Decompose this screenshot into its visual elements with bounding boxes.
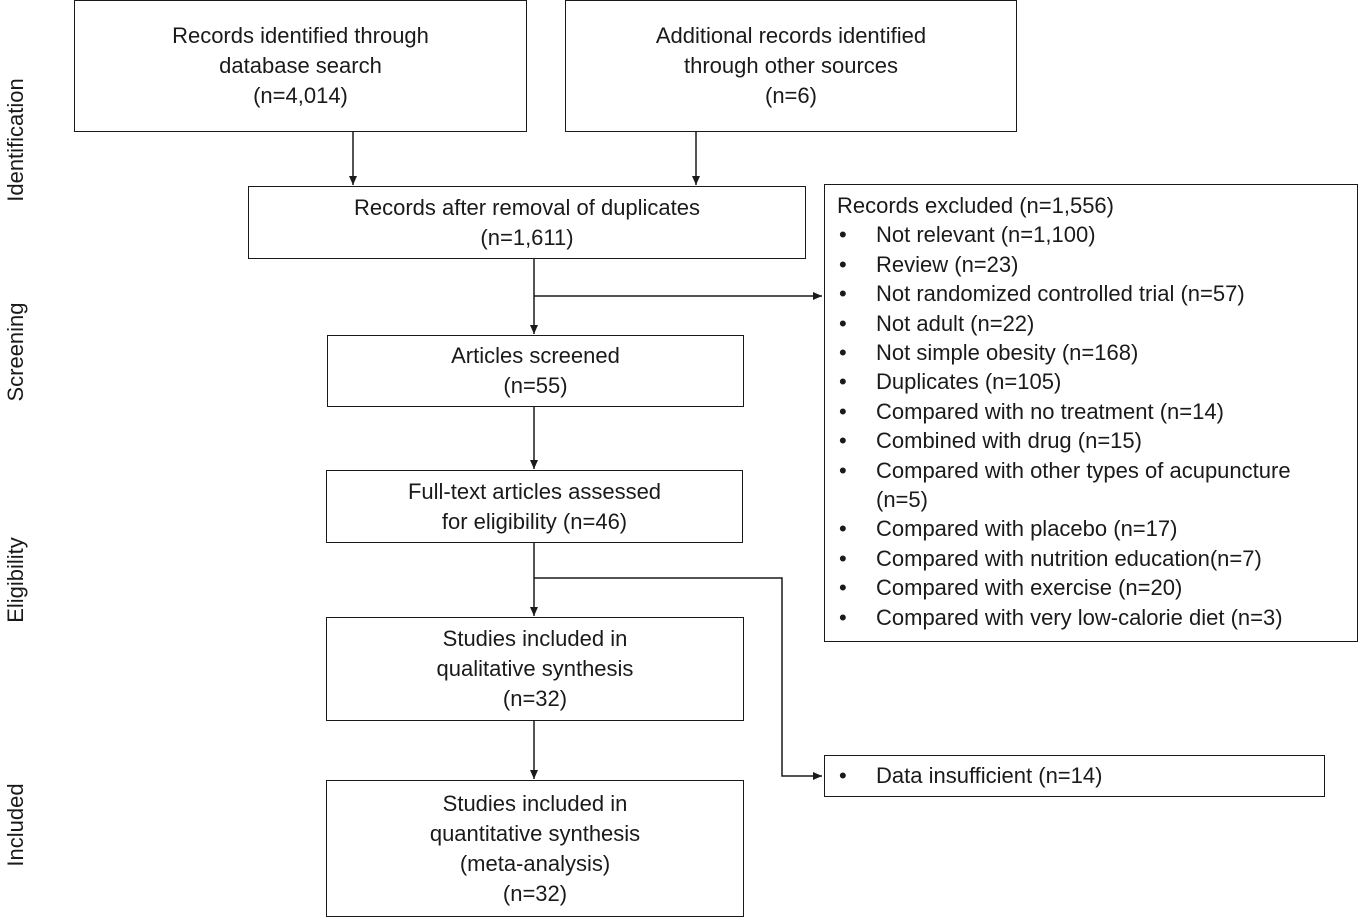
insufficient-list: Data insufficient (n=14) — [837, 761, 1314, 791]
box-fulltext-assessed: Full-text articles assessed for eligibil… — [326, 470, 743, 543]
excluded-item: Compared with other types of acupuncture… — [837, 456, 1347, 515]
box-other-sources: Additional records identified through ot… — [565, 0, 1017, 132]
excluded-item: Not simple obesity (n=168) — [837, 338, 1347, 368]
box-duplicates-count: (n=1,611) — [480, 224, 574, 250]
box-fulltext-line2: for eligibility (n=46) — [441, 508, 628, 534]
box-quantitative-synthesis: Studies included in quantitative synthes… — [326, 780, 744, 917]
box-records-excluded: Records excluded (n=1,556) Not relevant … — [824, 184, 1358, 642]
excluded-item: Review (n=23) — [837, 250, 1347, 280]
excluded-item: Not adult (n=22) — [837, 309, 1347, 339]
box-screened-count: (n=55) — [503, 373, 568, 398]
excluded-item: Not relevant (n=1,100) — [837, 220, 1347, 250]
box-fulltext-line1: Full-text articles assessed — [407, 478, 662, 504]
excluded-item: Not randomized controlled trial (n=57) — [837, 279, 1347, 309]
box-other-line1: Additional records identified — [655, 23, 927, 48]
excluded-item: Compared with exercise (n=20) — [837, 573, 1347, 603]
box-articles-screened: Articles screened (n=55) — [327, 335, 744, 407]
excluded-item: Duplicates (n=105) — [837, 367, 1347, 397]
excluded-item: Compared with placebo (n=17) — [837, 514, 1347, 544]
box-quantitative-line2: quantitative synthesis — [429, 820, 641, 846]
excluded-item: Combined with drug (n=15) — [837, 426, 1347, 456]
box-qualitative-line1: Studies included in — [442, 626, 628, 651]
box-database-search: Records identified through database sear… — [74, 0, 527, 132]
arrow-to-insufficient — [534, 577, 822, 780]
box-quantitative-line1: Studies included in — [442, 790, 628, 816]
box-quantitative-line3: (meta-analysis) — [459, 850, 611, 876]
box-other-line2: through other sources — [683, 53, 899, 78]
box-qualitative-count: (n=32) — [502, 686, 568, 711]
box-data-insufficient: Data insufficient (n=14) — [824, 755, 1325, 797]
box-database-count: (n=4,014) — [253, 83, 348, 108]
box-database-line2: database search — [219, 53, 382, 78]
excluded-item: Compared with very low-calorie diet (n=3… — [837, 603, 1347, 633]
box-after-duplicates: Records after removal of duplicates (n=1… — [248, 186, 806, 259]
box-duplicates-line1: Records after removal of duplicates — [353, 194, 701, 220]
box-quantitative-count: (n=32) — [502, 880, 568, 906]
excluded-list: Not relevant (n=1,100) Review (n=23) Not… — [837, 220, 1347, 632]
insufficient-item: Data insufficient (n=14) — [837, 761, 1314, 791]
box-qualitative-line2: qualitative synthesis — [436, 656, 634, 681]
excluded-title: Records excluded (n=1,556) — [837, 193, 1114, 218]
box-qualitative-synthesis: Studies included in qualitative synthesi… — [326, 617, 744, 721]
box-database-line1: Records identified through — [172, 23, 429, 48]
excluded-item: Compared with nutrition education(n=7) — [837, 544, 1347, 574]
excluded-item: Compared with no treatment (n=14) — [837, 397, 1347, 427]
box-screened-line1: Articles screened — [451, 343, 620, 368]
box-other-count: (n=6) — [765, 83, 817, 108]
